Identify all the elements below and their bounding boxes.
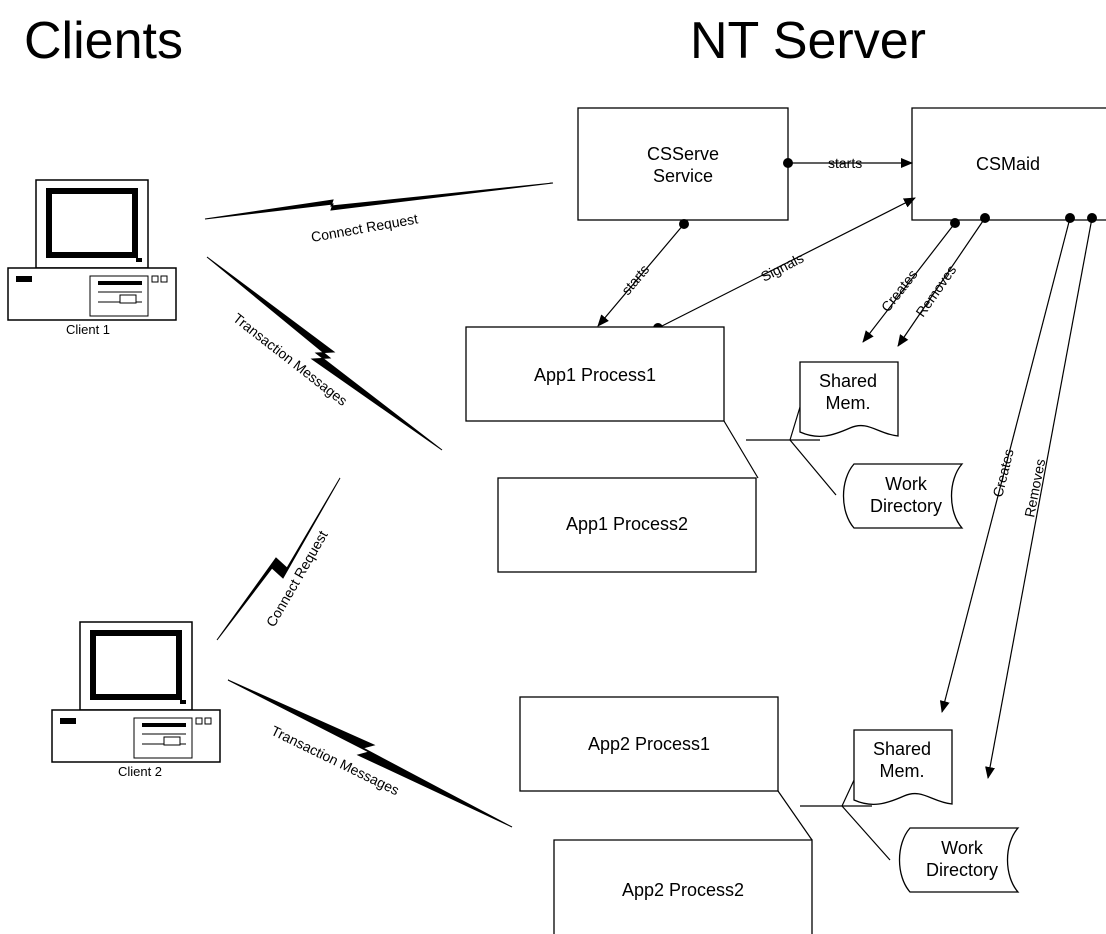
app1-process2-label: App1 Process2 [566, 514, 688, 534]
client1-transaction-link [206, 256, 443, 451]
client2-transaction-link [227, 679, 513, 828]
work-dir-1-label-line2: Directory [870, 496, 942, 516]
app1-process1-node: App1 Process1 [465, 326, 725, 422]
csserve-label-line2: Service [653, 166, 713, 186]
starts-label-csmaid: starts [828, 155, 862, 171]
app2-process1-label: App2 Process1 [588, 734, 710, 754]
app2-process1-node: App2 Process1 [519, 696, 779, 792]
shared-mem-1-node: Shared Mem. [799, 361, 899, 438]
work-dir-2-label-line2: Directory [926, 860, 998, 880]
nt-server-heading: NT Server [690, 12, 926, 70]
app2-process2-node: App2 Process2 [553, 839, 813, 934]
shared-mem-2-label-line2: Mem. [880, 761, 925, 781]
csmaid-node: CSMaid [911, 107, 1106, 221]
work-dir-1-label-line1: Work [885, 474, 928, 494]
computer-icon [51, 621, 221, 763]
client-1: Client 1 [7, 179, 177, 337]
client-2: Client 2 [51, 621, 221, 779]
csmaid-creates-mem2-connector: Creates [939, 213, 1075, 713]
app1-process1-label: App1 Process1 [534, 365, 656, 385]
csmaid-label: CSMaid [976, 154, 1040, 174]
work-dir-2-label-line1: Work [941, 838, 984, 858]
client2-connect-link [216, 477, 341, 641]
clients-heading: Clients [24, 12, 183, 70]
client1-connect-link [204, 182, 554, 220]
client-2-label: Client 2 [118, 764, 162, 779]
shared-mem-2-node: Shared Mem. [853, 729, 953, 806]
creates-label-2: Creates [989, 447, 1016, 498]
computer-icon [7, 179, 177, 321]
client-1-label: Client 1 [66, 322, 110, 337]
work-directory-1-node: Work Directory [842, 463, 964, 529]
shared-mem-1-label-line1: Shared [819, 371, 877, 391]
app2-resource-links [777, 777, 891, 861]
csserve-label-line1: CSServe [647, 144, 719, 164]
csserve-starts-csmaid-connector: starts [783, 155, 913, 171]
shared-mem-1-label-line2: Mem. [826, 393, 871, 413]
app1-resource-links [723, 406, 837, 496]
app1-process2-node: App1 Process2 [497, 477, 757, 573]
app2-process2-label: App2 Process2 [622, 880, 744, 900]
connect-request-label-1: Connect Request [310, 210, 419, 245]
signals-label: Signals [758, 250, 806, 285]
csserve-service-node: CSServe Service [577, 107, 789, 221]
removes-label-1: Removes [912, 262, 959, 320]
csserve-starts-app1-connector: starts [597, 219, 689, 327]
removes-label-2: Removes [1021, 457, 1048, 518]
work-directory-2-node: Work Directory [898, 827, 1020, 893]
shared-mem-2-label-line1: Shared [873, 739, 931, 759]
connect-request-label-2: Connect Request [263, 528, 331, 630]
